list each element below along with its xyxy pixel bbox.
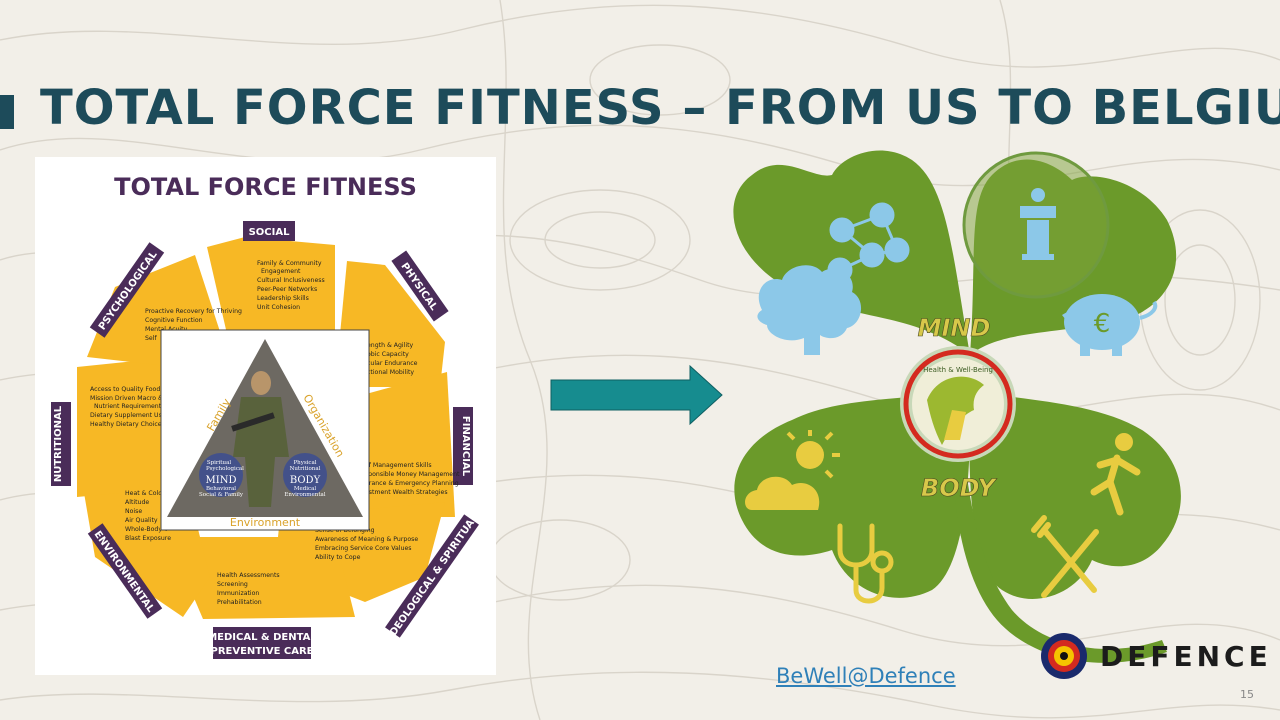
svg-text:Prehabilitation: Prehabilitation <box>217 599 262 606</box>
brain-icon <box>757 265 861 355</box>
svg-text:Awareness of Meaning & Purpose: Awareness of Meaning & Purpose <box>315 536 418 543</box>
svg-text:Environmental: Environmental <box>284 492 325 498</box>
svg-text:estment Wealth Strategies: estment Wealth Strategies <box>365 489 448 496</box>
svg-text:Embracing Service Core Values: Embracing Service Core Values <box>315 545 411 552</box>
svg-text:Blast Exposure: Blast Exposure <box>125 535 171 542</box>
svg-text:Cognitive Function: Cognitive Function <box>145 317 203 324</box>
svg-text:Mission Driven Macro &: Mission Driven Macro & <box>90 395 163 402</box>
clover-diagram: € MIND BODY Health & Well-Being <box>722 140 1192 680</box>
page-number: 15 <box>1240 688 1254 701</box>
svg-text:urance & Emergency Planning: urance & Emergency Planning <box>365 480 459 487</box>
svg-text:Peer-Peer Networks: Peer-Peer Networks <box>257 286 317 293</box>
domain-social: SOCIAL <box>249 227 291 238</box>
svg-text:Unit Cohesion: Unit Cohesion <box>257 304 300 311</box>
svg-text:Engagement: Engagement <box>261 268 301 275</box>
tff-heading: TOTAL FORCE FITNESS <box>35 173 496 201</box>
svg-text:Leadership Skills: Leadership Skills <box>257 295 309 302</box>
triangle-environment: Environment <box>230 516 301 529</box>
svg-text:Nutritional: Nutritional <box>290 466 321 472</box>
title-accent-bar <box>0 95 14 129</box>
svg-text:ctional Mobility: ctional Mobility <box>367 369 414 376</box>
total-force-fitness-infographic: SOCIAL PHYSICAL FINANCIAL IDEOLOGICAL & … <box>35 157 496 675</box>
svg-text:sponsible Money Management: sponsible Money Management <box>365 471 460 478</box>
defence-logo-text: DEFENCE <box>1100 640 1272 673</box>
bullets-nutritional: Access to Quality Foods Mission Driven M… <box>90 386 166 428</box>
triangle-mind: MIND <box>206 475 237 486</box>
svg-text:Healthy Dietary Choices: Healthy Dietary Choices <box>90 421 165 428</box>
svg-text:Altitude: Altitude <box>125 499 149 506</box>
svg-text:Proactive Recovery for Thrivin: Proactive Recovery for Thriving <box>145 308 242 315</box>
domain-medical-line2: PREVENTIVE CARE <box>210 646 313 657</box>
svg-text:Family & Community: Family & Community <box>257 260 322 267</box>
euro-symbol: € <box>1094 309 1111 339</box>
eagle-seal-icon: Health & Well-Being <box>900 346 1016 462</box>
svg-text:Noise: Noise <box>125 508 142 515</box>
svg-text:of Management Skills: of Management Skills <box>365 462 432 469</box>
svg-text:Screening: Screening <box>217 581 248 588</box>
svg-text:Heat & Cold: Heat & Cold <box>125 490 162 497</box>
domain-financial: FINANCIAL <box>460 416 471 477</box>
svg-text:ength & Agility: ength & Agility <box>367 342 414 349</box>
svg-text:Self: Self <box>145 335 157 342</box>
svg-text:Immunization: Immunization <box>217 590 259 597</box>
triangle-body: BODY <box>290 475 321 486</box>
svg-text:Psychological: Psychological <box>206 466 244 472</box>
svg-text:Ability to Cope: Ability to Cope <box>315 554 361 561</box>
slide-title: TOTAL FORCE FITNESS – FROM US TO BELGIUM <box>40 80 1280 136</box>
clover-body-label: BODY <box>921 474 998 502</box>
svg-text:Dietary Supplement Use: Dietary Supplement Use <box>90 412 166 419</box>
domain-medical-line1: MEDICAL & DENTAL <box>207 632 317 643</box>
seal-text: Health & Well-Being <box>923 366 993 374</box>
svg-text:Health Assessments: Health Assessments <box>217 572 280 579</box>
clover-mind-label: MIND <box>918 314 991 342</box>
svg-text:obic Capacity: obic Capacity <box>367 351 409 358</box>
domain-nutritional: NUTRITIONAL <box>53 405 64 482</box>
svg-text:cular Endurance: cular Endurance <box>367 360 418 367</box>
svg-text:Air Quality: Air Quality <box>125 517 158 524</box>
tff-wheel: SOCIAL PHYSICAL FINANCIAL IDEOLOGICAL & … <box>35 157 496 675</box>
bewell-link[interactable]: BeWell@Defence <box>776 664 956 688</box>
svg-text:Social & Family: Social & Family <box>199 492 244 498</box>
defence-logo-icon <box>1040 632 1088 680</box>
right-arrow-icon <box>550 364 724 426</box>
svg-text:Nutrient Requirements: Nutrient Requirements <box>94 403 164 410</box>
svg-text:Cultural Inclusiveness: Cultural Inclusiveness <box>257 277 325 284</box>
svg-text:Access to Quality Foods: Access to Quality Foods <box>90 386 163 393</box>
